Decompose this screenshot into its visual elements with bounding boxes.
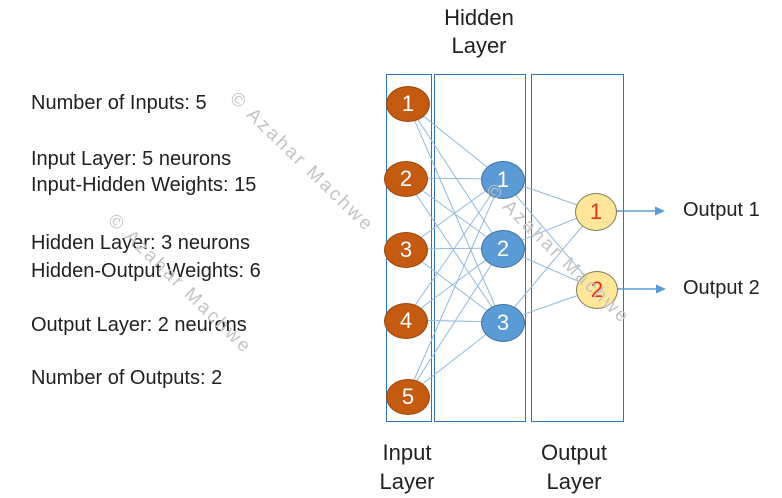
- input-neuron-5: 5: [386, 379, 430, 415]
- output-2-label: Output 2: [683, 277, 760, 299]
- output-layer-box: [531, 74, 624, 422]
- info-line-input-hidden-w: Input-Hidden Weights: 15: [31, 174, 257, 196]
- hidden-layer-box: [434, 74, 526, 422]
- input-neuron-3: 3: [384, 232, 428, 268]
- input-neuron-4: 4: [384, 303, 428, 339]
- hidden-layer-title-line1: Hidden: [444, 5, 514, 30]
- info-line-input-layer: Input Layer: 5 neurons: [31, 148, 232, 170]
- output-layer-title: Output Layer: [509, 438, 639, 496]
- hidden-neuron-3: 3: [481, 304, 525, 342]
- info-line-num-inputs: Number of Inputs: 5: [31, 92, 207, 114]
- info-line-num-outputs: Number of Outputs: 2: [31, 367, 223, 389]
- info-line-hidden-output-w: Hidden-Output Weights: 6: [31, 260, 261, 282]
- info-line-output-layer: Output Layer: 2 neurons: [31, 314, 247, 336]
- hidden-layer-title: Hidden Layer: [414, 4, 544, 60]
- output-1-label: Output 1: [683, 199, 760, 221]
- hidden-layer-title-line2: Layer: [451, 33, 507, 58]
- info-line-hidden-layer: Hidden Layer: 3 neurons: [31, 232, 251, 254]
- output-neuron-2: 2: [576, 271, 618, 309]
- input-layer-title-line1: Input: [382, 440, 432, 465]
- input-layer-title-line2: Layer: [379, 469, 435, 494]
- output-neuron-1: 1: [575, 193, 617, 231]
- hidden-neuron-1: 1: [481, 161, 525, 199]
- hidden-neuron-2: 2: [481, 230, 525, 268]
- output-layer-title-line2: Layer: [546, 469, 602, 494]
- output-layer-title-line1: Output: [540, 440, 608, 465]
- input-neuron-1: 1: [386, 86, 430, 122]
- input-layer-title: Input Layer: [342, 438, 472, 496]
- input-neuron-2: 2: [384, 161, 428, 197]
